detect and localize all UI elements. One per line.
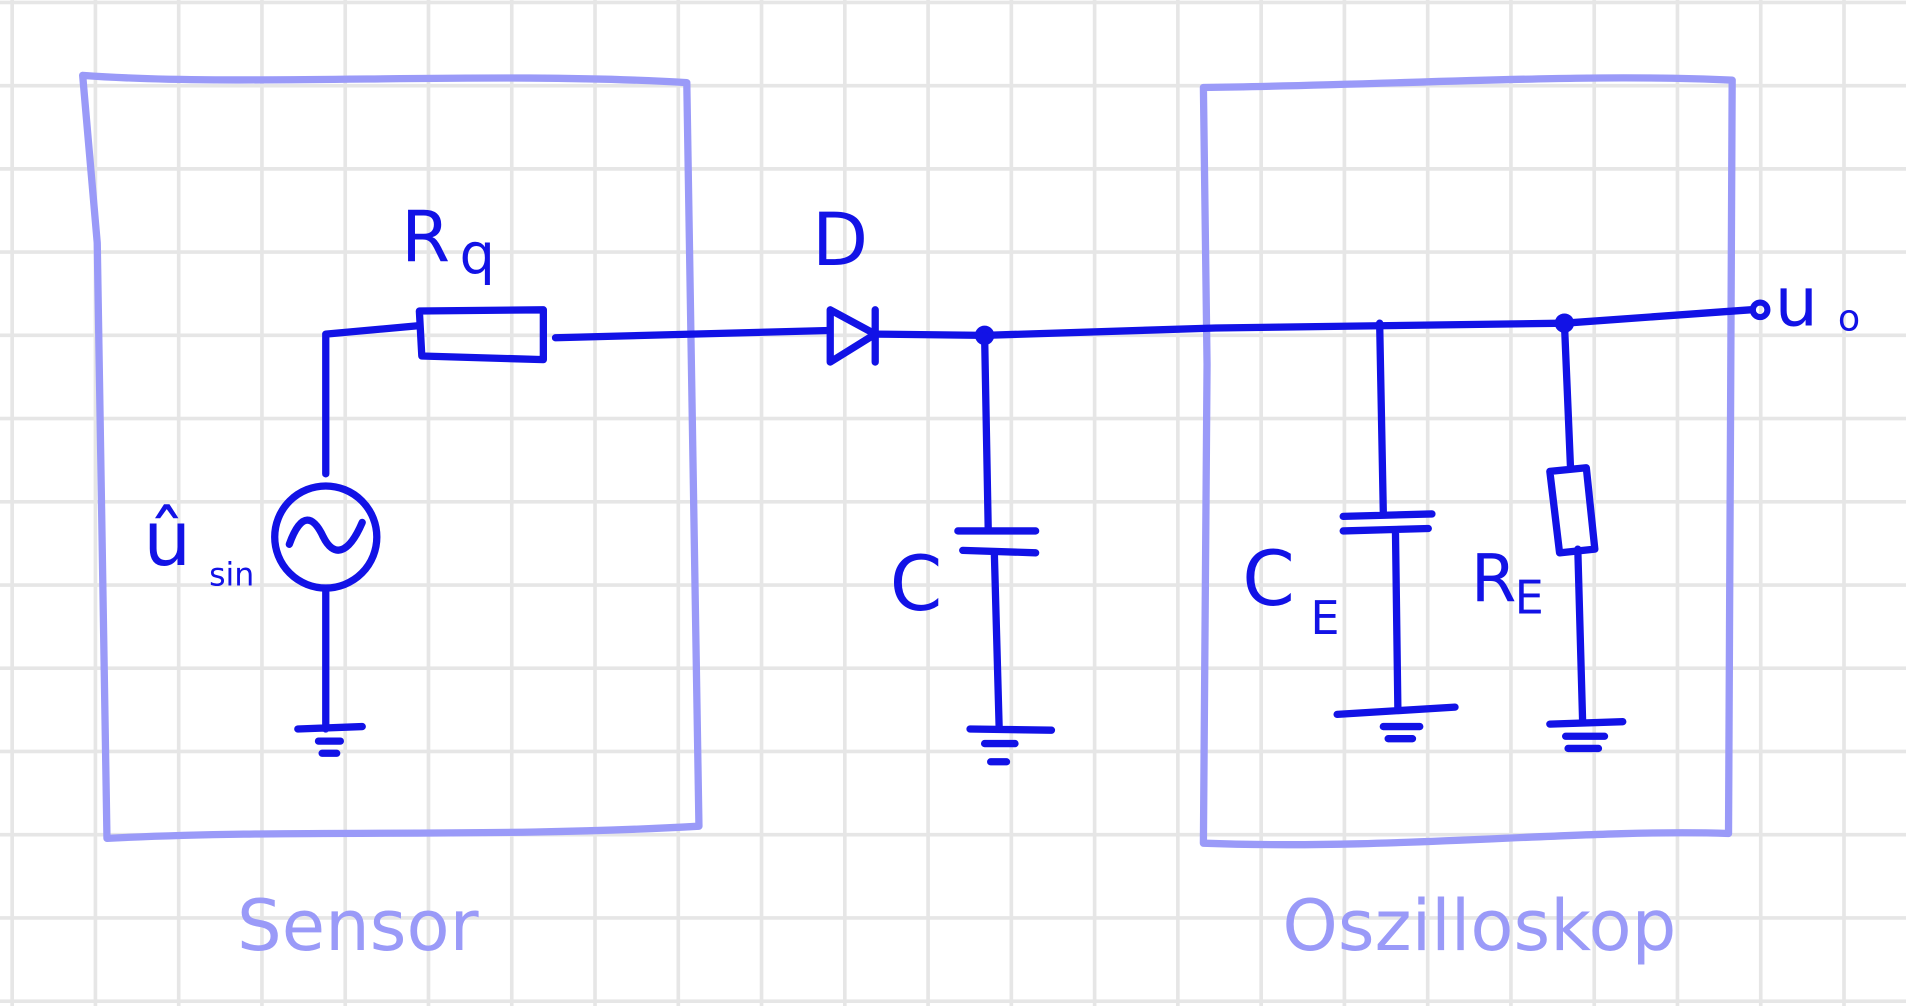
label-output-sub: o: [1838, 296, 1860, 339]
capacitor-ce: [1333, 319, 1459, 743]
label-rq-sub: q: [459, 222, 494, 287]
oszilloskop-caption: Oszilloskop: [1282, 885, 1676, 967]
sensor-box: [79, 71, 703, 842]
diode-d: [826, 306, 879, 366]
sensor-caption: Sensor: [237, 885, 479, 967]
oszilloskop-box: [1199, 74, 1736, 849]
sine-source: [271, 482, 381, 757]
label-re-sub: E: [1515, 571, 1544, 625]
resistor-re: [1546, 319, 1627, 753]
label-d: D: [812, 198, 868, 283]
label-source-sub: sin: [209, 558, 254, 594]
capacitor-c: [954, 331, 1056, 766]
output-terminal: [1749, 299, 1771, 321]
wire-top: [322, 306, 1755, 478]
label-ce-sub: E: [1310, 591, 1339, 645]
resistor-rq: [415, 306, 548, 364]
label-ce: C: [1242, 535, 1295, 623]
label-output: u: [1775, 264, 1818, 343]
label-re: R: [1471, 541, 1517, 617]
label-source: û: [143, 495, 191, 583]
label-c: C: [890, 540, 943, 628]
label-rq: R: [401, 196, 450, 278]
